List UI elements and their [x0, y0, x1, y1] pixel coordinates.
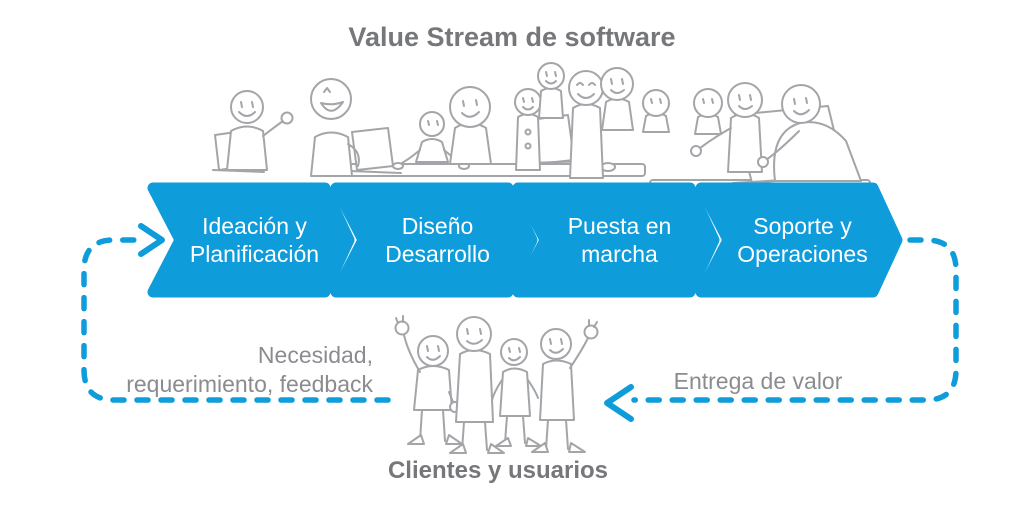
person-sketch [600, 67, 634, 131]
person-sketch [693, 88, 723, 135]
stage-label-line: Desarrollo [385, 241, 490, 267]
value-arrow-icon [604, 384, 634, 422]
chevron-shape-puesta [512, 182, 720, 298]
person-sketch [531, 319, 599, 453]
feedback-label-line1: Necesidad, [257, 342, 373, 368]
stage-label-line: Operaciones [737, 241, 868, 267]
feedback-loop-left-dashed-line [81, 237, 391, 403]
clients-caption: Clientes y usuarios [387, 457, 609, 484]
feedback-label-line2: requerimiento, feedback [126, 371, 373, 397]
person-sketch [757, 84, 862, 182]
value-stream-chevrons [147, 182, 903, 298]
stage-diseno-desarrollo: Diseño Desarrollo [355, 206, 520, 274]
stage-ideacion-planificacion: Ideación y Planificación [172, 206, 337, 274]
stage-label-line: Ideación y [202, 213, 307, 239]
person-sketch [690, 82, 763, 173]
stage-label-line: Puesta en [567, 213, 672, 239]
person-sketch [394, 315, 463, 445]
stage-label-line: Soporte y [753, 213, 852, 239]
team-illustration [212, 62, 871, 193]
person-sketch [491, 338, 542, 447]
stage-puesta-en-marcha: Puesta en marcha [537, 206, 702, 274]
stage-label-line: Planificación [189, 241, 320, 267]
person-sketch [226, 90, 294, 171]
page-title: Value Stream de software [348, 22, 676, 52]
value-delivery-dashed-line [631, 237, 959, 403]
person-sketch [568, 70, 604, 179]
stage-label-line: marcha [581, 241, 658, 267]
value-delivery-label: Entrega de valor [673, 368, 843, 394]
stage-label-line: Diseño [401, 213, 474, 239]
person-sketch [449, 316, 505, 454]
stage-soporte-operaciones: Soporte y Operaciones [720, 206, 885, 274]
chevron-shape-diseno [330, 182, 538, 298]
clients-illustration [394, 315, 599, 454]
person-sketch [449, 86, 492, 165]
chevron-shape-ideacion [147, 182, 355, 298]
person-sketch [310, 78, 360, 177]
feedback-label: Necesidad, requerimiento, feedback [105, 341, 373, 399]
chevron-shape-soporte [695, 182, 903, 298]
person-sketch [514, 88, 542, 171]
person-sketch [642, 89, 670, 133]
flow-in-arrow-icon [138, 223, 165, 257]
person-sketch [537, 62, 565, 119]
